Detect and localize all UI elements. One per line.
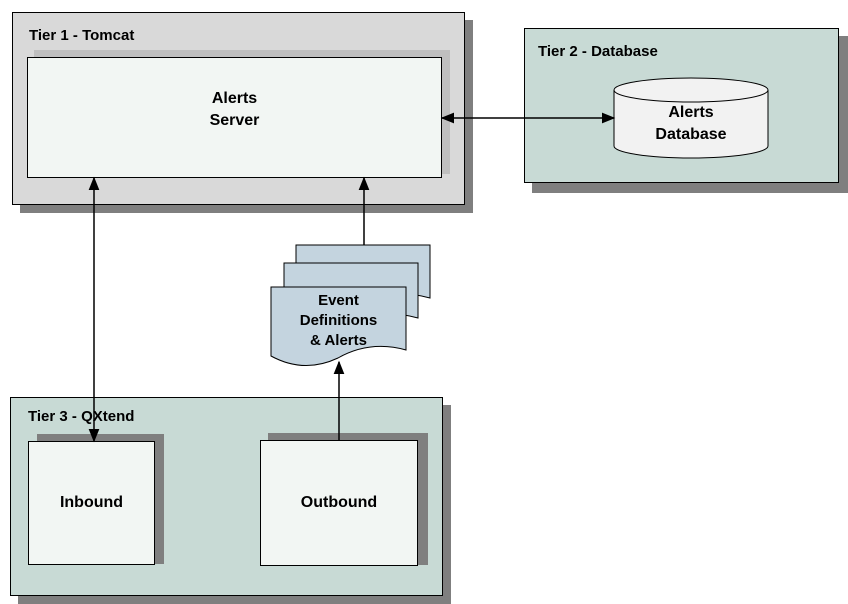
alerts-server-line1: Alerts: [211, 90, 258, 107]
doc-line1: Event: [318, 292, 359, 309]
alerts-server-box[interactable]: Alerts Server: [27, 57, 442, 178]
outbound-label: Outbound: [300, 494, 378, 511]
alerts-server-label: Alerts Server: [28, 88, 441, 132]
doc-line3: & Alerts: [310, 332, 367, 349]
tier1-label: Tier 1 - Tomcat: [29, 27, 135, 44]
alerts-database-line1: Alerts: [668, 104, 714, 121]
inbound-box[interactable]: Inbound: [28, 441, 155, 565]
outbound-box[interactable]: Outbound: [260, 440, 418, 566]
tier3-label: Tier 3 - QXtend: [28, 408, 135, 425]
event-definitions-document-icon[interactable]: [270, 244, 431, 367]
doc-line2: Definitions: [299, 312, 378, 329]
tier2-label: Tier 2 - Database: [538, 43, 658, 60]
inbound-label: Inbound: [59, 494, 124, 511]
database-cylinder-icon[interactable]: [613, 77, 769, 159]
alerts-server-line2: Server: [209, 112, 260, 129]
event-definitions-label: Event Definitions & Alerts: [271, 290, 406, 352]
alerts-database-line2: Database: [655, 126, 727, 143]
alerts-database-label: Alerts Database: [614, 101, 768, 147]
